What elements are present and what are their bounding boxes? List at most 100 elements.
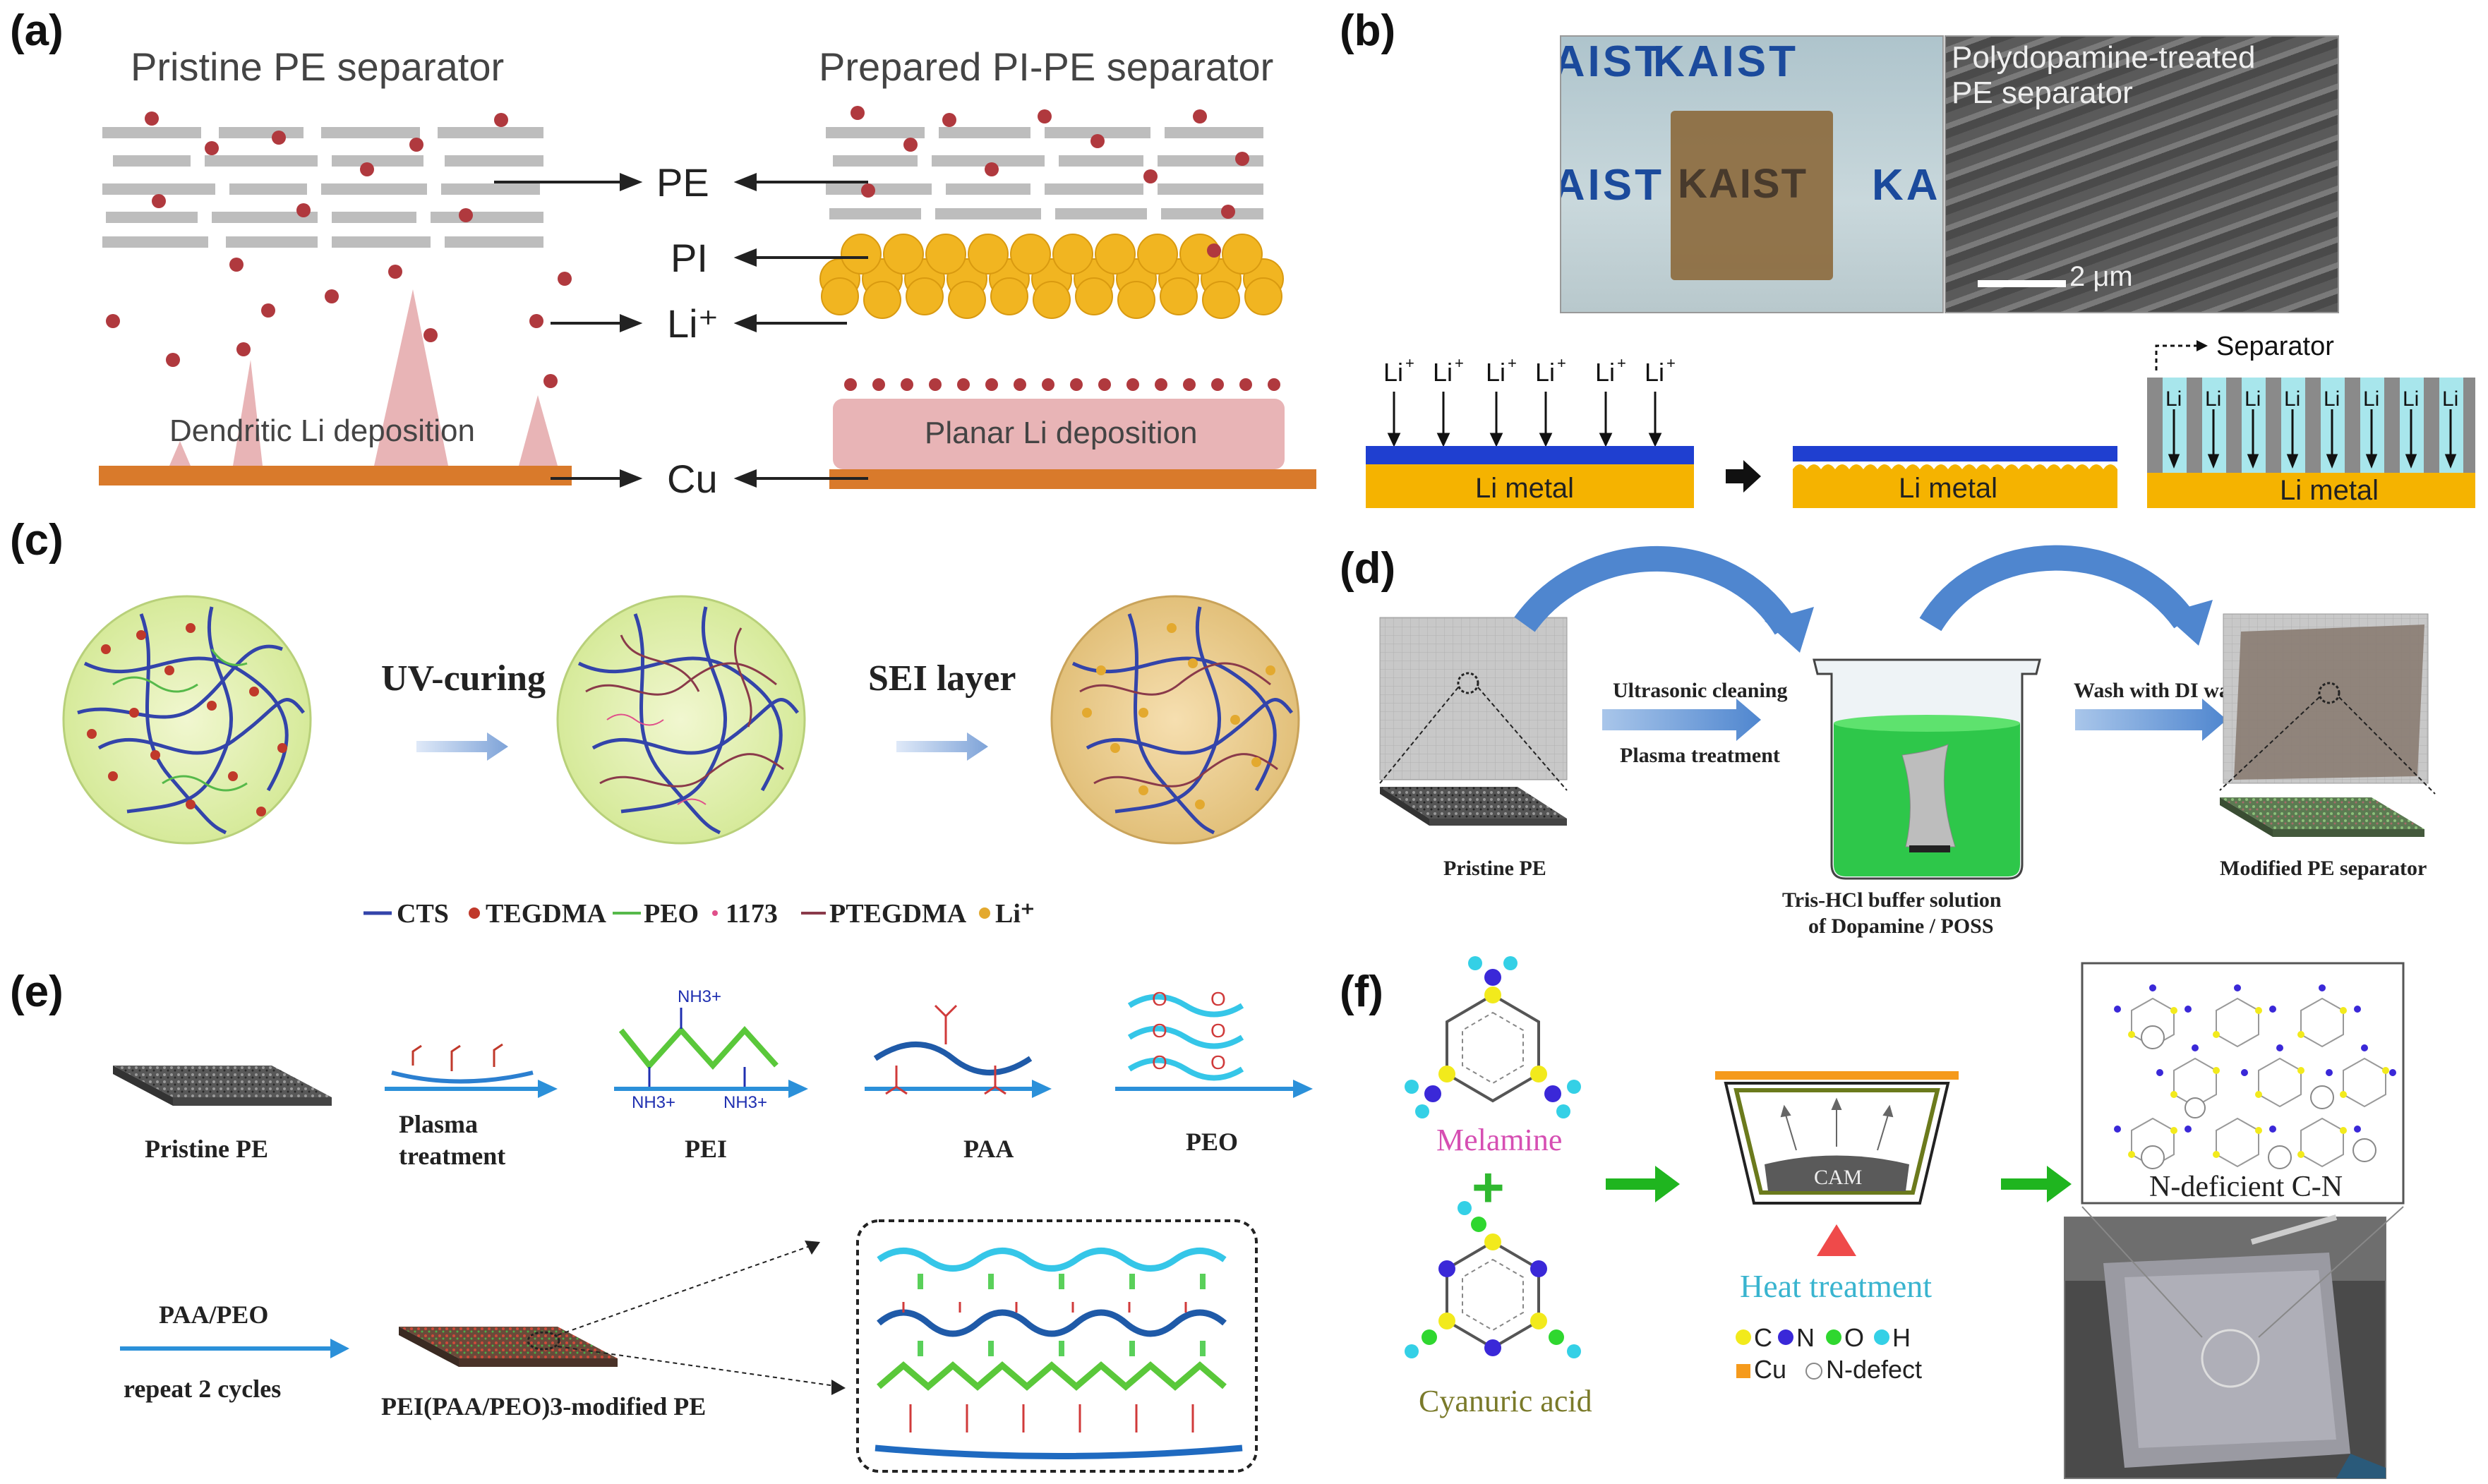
li-ion-label: Li [1535,358,1555,387]
o-label: O [1152,988,1167,1010]
panel-a-diagram: Dendritic Li deposition Planar Li deposi… [99,106,1316,501]
legend-cts: CTS [397,899,449,929]
product-label: N-deficient C-N [2149,1171,2343,1203]
paa-label: PAA [963,1135,1014,1163]
pi-pe-title: Prepared PI-PE separator [819,44,1274,89]
panel-e-diagram: Pristine PE Plasma treatment NH3+ NH3+ N… [113,987,1313,1473]
cyanuric-label: Cyanuric acid [1419,1384,1592,1418]
nh3-label: NH3+ [632,1093,675,1112]
legend-o-dot [1826,1329,1841,1345]
li-metal-3: Li metal [2280,475,2379,506]
pristine-pe-title: Pristine PE separator [131,44,505,89]
li-ion-group-1: Li+ Li+ Li+ Li+ Li+ Li+ [1383,354,1676,387]
li-ion-label: Li [2284,387,2300,411]
photo-text-5: KAIST [1678,161,1808,207]
pristine-pe-e: Pristine PE [145,1135,268,1163]
final-caption: PEI(PAA/PEO)3-modified PE [381,1392,706,1420]
li-ion-label: Li [2244,387,2261,411]
panel-f: (f) Melamine + Cyanuric acid CAM [1334,946,2488,1484]
li-metal-1: Li metal [1475,473,1574,504]
li-ion-label: Li [2324,387,2340,411]
panel-e-label: (e) [10,967,64,1016]
panel-e: (e) Pristine PE Plasma treatment NH3+ NH… [0,946,1341,1484]
tris-caption-2: of Dopamine / POSS [1808,915,1994,938]
panel-b-label: (b) [1340,6,1396,55]
pristine-pe-caption: Pristine PE [1443,857,1546,880]
nh3-label: NH3+ [678,987,721,1006]
photo-text-1: KAIST [1653,37,1798,86]
li-ion-label: Li [2165,387,2182,411]
panel-c-diagram: UV-curing SEI layer CTS TEGDMA PEO 1173 … [62,595,1300,929]
plasma-label: Plasma treatment [1620,744,1780,767]
label-cu: Cu [667,457,718,501]
label-pi: PI [671,236,708,280]
panel-d-diagram: Ultrasonic cleaning Plasma treatment Was… [1379,545,2436,938]
cam-label: CAM [1814,1166,1862,1189]
legend-h: H [1892,1323,1911,1352]
li-ion-label: Li [1645,358,1664,387]
legend-li-dot [979,907,990,919]
svg-text:+: + [1508,354,1517,372]
plus-sign: + [1472,1156,1505,1219]
heat-treatment-label: Heat treatment [1740,1268,1932,1304]
panel-d-label: (d) [1340,544,1396,593]
tris-caption-1: Tris-HCl buffer solution [1782,888,2002,912]
photo-text-4: KAIST [1872,161,1942,210]
sei-layer-label: SEI layer [868,658,1016,699]
o-label: O [1152,1051,1167,1073]
svg-text:+: + [1617,354,1626,372]
li-metal-2: Li metal [1899,473,1997,504]
scale-bar [1978,280,2066,287]
li-ion-label: Li [2363,387,2379,411]
panel-b: (b) KAIST KAIST KAIST KAIST KAIST Polydo… [1334,0,2488,515]
sem-title-2: PE separator [1952,76,2133,110]
sem-image: Polydopamine-treated PE separator 2 μm [1945,35,2339,313]
li-ion-label: Li [1595,358,1615,387]
o-label: O [1210,1020,1226,1042]
legend-cu: Cu [1754,1355,1786,1384]
photo-text-2: KAIST [1561,37,1664,86]
melamine-label: Melamine [1436,1123,1562,1157]
label-li: Li⁺ [667,301,719,346]
legend-ptegdma: PTEGDMA [829,899,967,929]
li-ion-label: Li [1433,358,1453,387]
separator-label: Separator [2216,332,2334,361]
legend-tegdma-dot [469,907,480,919]
legend-peo: PEO [644,899,699,929]
kaist-photo: KAIST KAIST KAIST KAIST KAIST [1560,35,1944,313]
scale-label: 2 μm [2069,261,2133,292]
svg-text:+: + [1405,354,1414,372]
svg-text:+: + [1455,354,1464,372]
li-ion-label: Li [1486,358,1506,387]
o-label: O [1152,1020,1167,1042]
o-label: O [1210,988,1226,1010]
uv-curing-label: UV-curing [381,658,546,699]
panel-a-label: (a) [10,6,64,55]
label-pe: PE [656,160,709,205]
legend-cu-square [1736,1364,1750,1378]
pei-label: PEI [685,1135,727,1163]
legend-tegdma: TEGDMA [486,899,607,929]
li-ion-label: Li [2442,387,2458,411]
legend-c: C [1754,1323,1772,1352]
repeat-bottom: repeat 2 cycles [124,1375,281,1403]
plasma-label-2: treatment [399,1142,505,1170]
li-ion-label: Li [1383,358,1403,387]
svg-text:+: + [1557,354,1566,372]
legend-o: O [1844,1323,1864,1352]
li-ion-label: Li [2403,387,2419,411]
dendritic-caption: Dendritic Li deposition [169,414,475,448]
legend-h-dot [1874,1329,1889,1345]
li-ion-label: Li [2205,387,2221,411]
legend-n: N [1796,1323,1815,1352]
photo-text-3: KAIST [1561,161,1664,210]
panel-d: (d) Ultrasonic cleaning Plasma treatment [1334,508,2488,946]
panel-f-label: (f) [1340,967,1383,1016]
legend-1173-dot [712,910,718,916]
panel-b-schematic: Li+ Li+ Li+ Li+ Li+ Li+ Li metal Li meta… [1366,332,2475,508]
legend-defect: N-defect [1826,1355,1922,1384]
plasma-label-1: Plasma [399,1110,478,1138]
peo-label: PEO [1186,1128,1238,1156]
legend-n-dot [1778,1329,1793,1345]
sem-title-1: Polydopamine-treated [1952,40,2256,75]
